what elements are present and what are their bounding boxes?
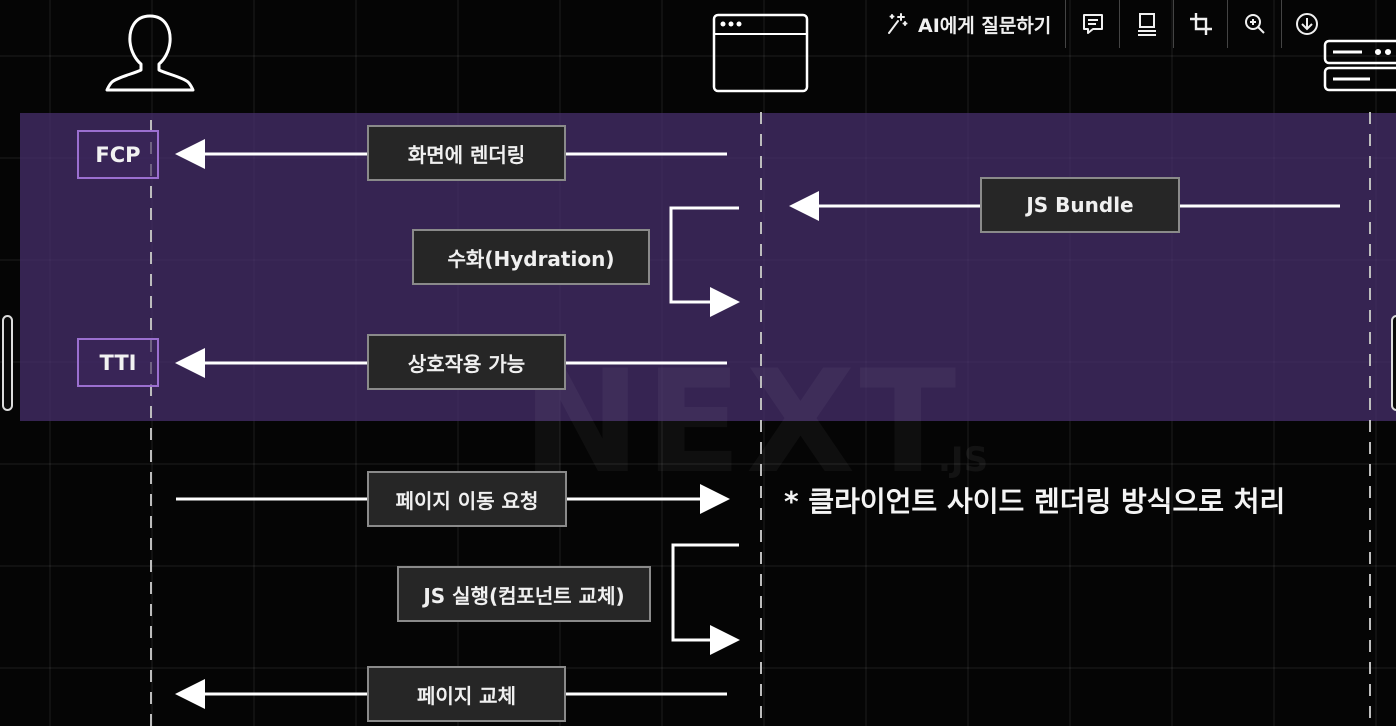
js-exec-loop-arrow [671, 543, 740, 655]
render-step-label: 화면에 렌더링 [367, 125, 566, 181]
summary-icon [1137, 13, 1156, 36]
tti-marker: TTI [77, 338, 159, 387]
js-bundle-step-label: JS Bundle [980, 177, 1180, 233]
page-nav-step-label: 페이지 이동 요청 [367, 471, 567, 527]
crop-button[interactable] [1174, 0, 1229, 48]
sparkle-icon [888, 13, 908, 34]
viewer-toolbar: AI에게 질문하기 [876, 0, 1396, 48]
download-button[interactable] [1282, 0, 1336, 48]
page-swap-step-label: 페이지 교체 [367, 666, 566, 722]
tti-marker-label: TTI [99, 350, 137, 375]
browser-window-icon [712, 13, 809, 93]
crop-icon [1189, 13, 1212, 35]
initial-load-band [20, 113, 1396, 421]
fcp-marker: FCP [77, 130, 159, 179]
user-actor-icon [105, 14, 195, 92]
comment-icon [1082, 14, 1103, 34]
csr-note: * 클라이언트 사이드 렌더링 방식으로 처리 [784, 485, 1286, 518]
ask-ai-label: AI에게 질문하기 [918, 14, 1052, 37]
left-scroll-handle[interactable] [2, 315, 13, 411]
next-logo-watermark: NEXT [522, 352, 960, 494]
hydration-loop-arrow [669, 206, 740, 317]
download-icon [1296, 13, 1319, 35]
comment-button[interactable] [1066, 0, 1121, 48]
zoom-in-icon [1244, 14, 1265, 34]
zoom-in-button[interactable] [1228, 0, 1283, 48]
ask-ai-button[interactable]: AI에게 질문하기 [876, 0, 1067, 48]
server-icon [1323, 39, 1396, 92]
js-exec-step-label: JS 실행(컴포넌트 교체) [397, 566, 651, 622]
interactive-step-label: 상호작용 가능 [367, 334, 566, 390]
summary-button[interactable] [1120, 0, 1175, 48]
hydration-step-label: 수화(Hydration) [412, 229, 650, 285]
next-logo-watermark-suffix: .JS [938, 440, 989, 480]
fcp-marker-label: FCP [95, 142, 141, 167]
right-scroll-handle[interactable] [1391, 315, 1396, 411]
